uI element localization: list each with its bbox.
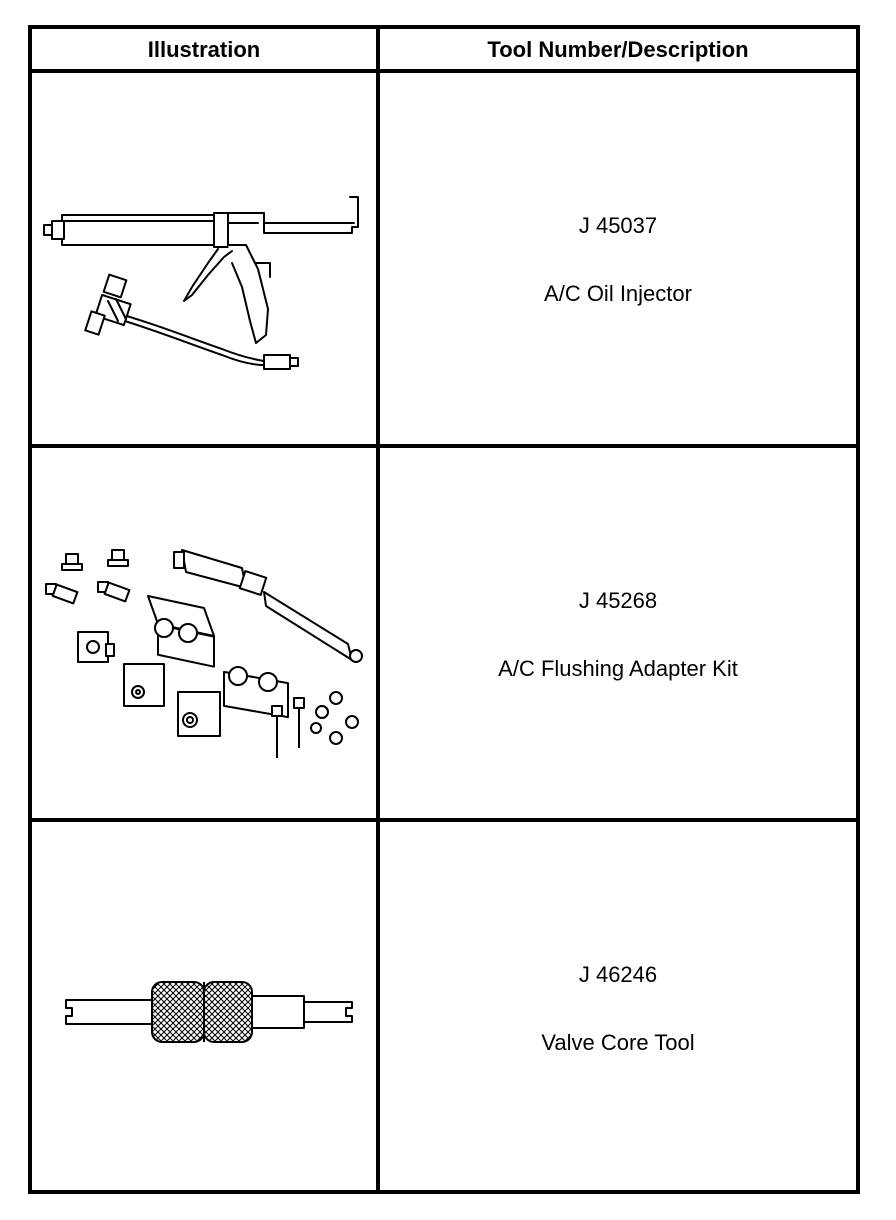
illustration-cell bbox=[32, 73, 376, 444]
table-row: J 46246 Valve Core Tool bbox=[32, 822, 856, 1190]
tool-description-cell: J 45037 A/C Oil Injector bbox=[380, 73, 856, 444]
tool-name: Valve Core Tool bbox=[541, 1030, 695, 1055]
tool-number: J 45037 bbox=[578, 213, 658, 238]
tool-table: Illustration Tool Number/Description bbox=[28, 25, 860, 1194]
tool-number: J 45268 bbox=[578, 588, 658, 613]
tool-name: A/C Oil Injector bbox=[544, 281, 692, 306]
illustration-cell bbox=[32, 822, 376, 1190]
flushing-adapter-kit-icon bbox=[32, 448, 376, 818]
table-header: Illustration Tool Number/Description bbox=[32, 29, 856, 73]
tool-column-header: Tool Number/Description bbox=[487, 37, 749, 62]
tool-description-cell: J 46246 Valve Core Tool bbox=[380, 822, 856, 1190]
valve-core-tool-icon bbox=[32, 822, 376, 1190]
tool-number: J 46246 bbox=[578, 962, 658, 987]
oil-injector-gun-icon bbox=[32, 73, 376, 444]
illustration-cell bbox=[32, 448, 376, 818]
illustration-column-header: Illustration bbox=[147, 37, 261, 62]
table-row: J 45037 A/C Oil Injector bbox=[32, 73, 856, 448]
tool-name: A/C Flushing Adapter Kit bbox=[498, 656, 738, 681]
column-divider bbox=[376, 29, 380, 1190]
tool-description-cell: J 45268 A/C Flushing Adapter Kit bbox=[380, 448, 856, 818]
table-row: J 45268 A/C Flushing Adapter Kit bbox=[32, 448, 856, 822]
